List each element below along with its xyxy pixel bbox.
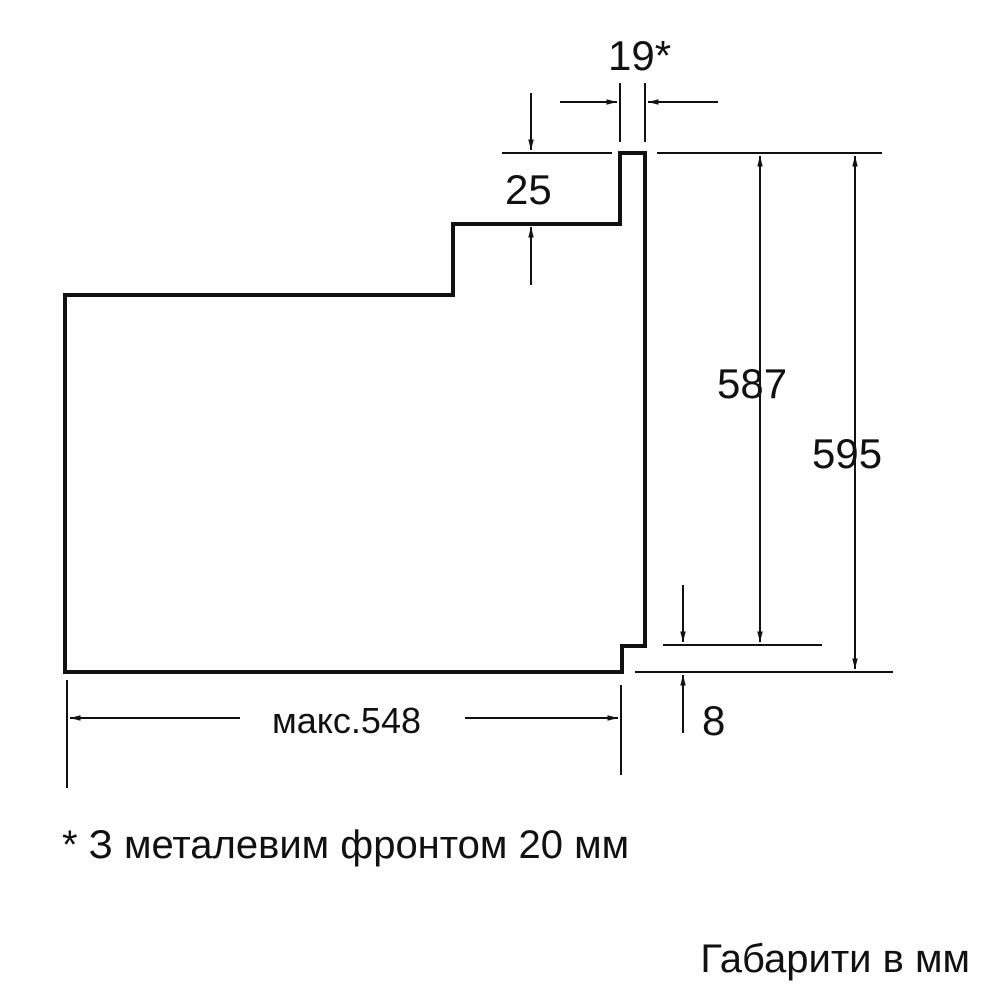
dim-top-step: 25 xyxy=(505,166,552,213)
dim-front-thickness: 19* xyxy=(608,32,671,79)
footnote: * З металевим фронтом 20 мм xyxy=(62,823,629,867)
dim-bottom-gap: 8 xyxy=(702,697,725,744)
units-note: Габарити в мм xyxy=(700,937,970,981)
dim-depth: макс.548 xyxy=(272,700,421,741)
arrows xyxy=(70,93,858,733)
dim-inner-height: 587 xyxy=(717,360,787,407)
oven-body-outline xyxy=(63,151,647,674)
dim-total-height: 595 xyxy=(812,430,882,477)
